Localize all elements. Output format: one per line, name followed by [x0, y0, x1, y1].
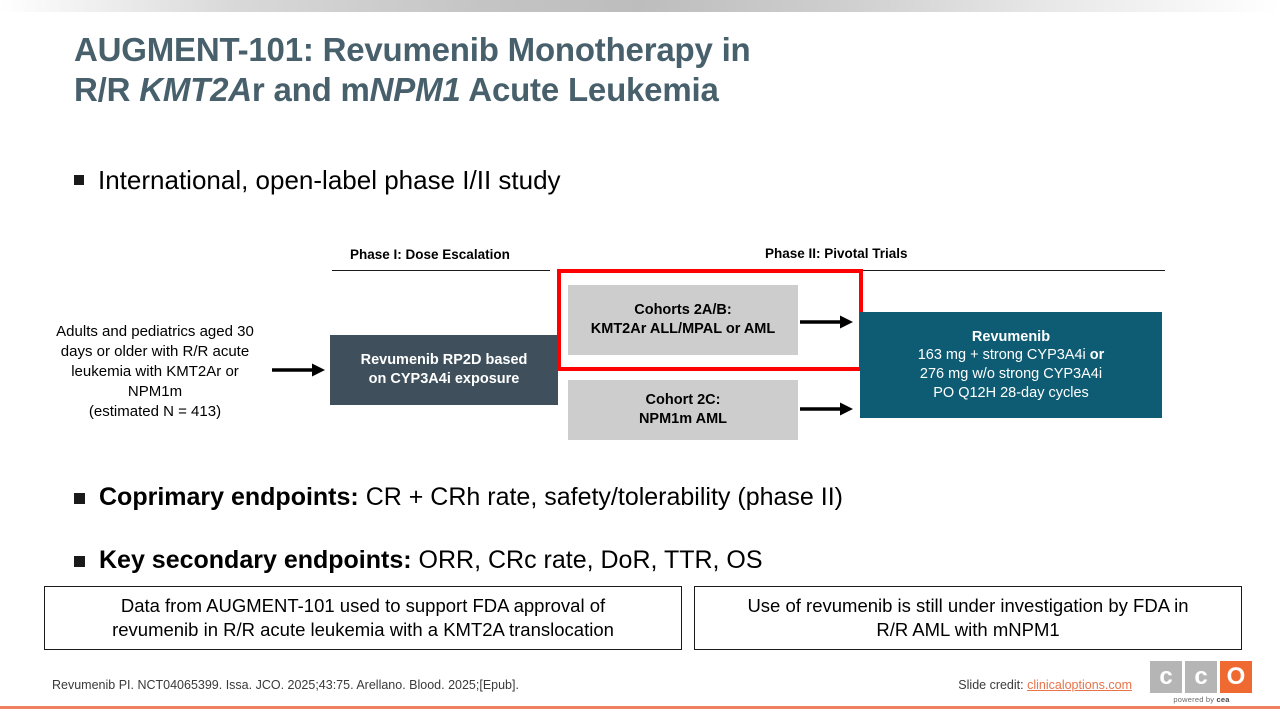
clinicaloptions-link[interactable]: clinicaloptions.com: [1027, 678, 1132, 692]
dose-line-4: PO Q12H 28-day cycles: [933, 384, 1089, 401]
investigational-line-1: Use of revumenib is still under investig…: [747, 594, 1189, 616]
population-line-3: leukemia with KMT2Ar or: [71, 362, 239, 380]
callout-investigational-use: Use of revumenib is still under investig…: [694, 586, 1242, 650]
investigational-line-2: R/R AML with mNPM1: [876, 619, 1060, 640]
secondary-value: ORR, CRc rate, DoR, TTR, OS: [411, 546, 763, 574]
fda-approval-line-1: Data from AUGMENT-101 used to support FD…: [120, 594, 606, 616]
population-estimated-n: (estimated N = 413): [88, 402, 222, 420]
bullet-square-icon: [74, 556, 85, 567]
dose-title: Revumenib: [971, 328, 1051, 345]
box-cohort-2c: Cohort 2C: NPM1m AML: [568, 380, 798, 440]
slide-credit: Slide credit: clinicaloptions.com: [958, 678, 1132, 692]
bullet-key-secondary-endpoints: Key secondary endpoints: ORR, CRc rate, …: [74, 545, 763, 575]
cohort-2ab-line-1: Cohorts 2A/B:: [634, 302, 732, 319]
top-decorative-bar: [0, 0, 1280, 12]
rp2d-line-1: Revumenib RP2D based: [360, 352, 528, 369]
title-line-2-prefix: R/R: [74, 71, 140, 109]
cco-logo-letter-o: O: [1220, 661, 1252, 693]
fda-approval-gene-kmt2a: KMT2A: [443, 619, 504, 640]
slide-credit-label: Slide credit:: [958, 678, 1028, 692]
box-revumenib-dosing: Revumenib 163 mg + strong CYP3A4i or 276…: [860, 312, 1162, 418]
page-title: AUGMENT-101: Revumenib Monotherapy in R/…: [74, 30, 1104, 111]
bullet-study-design: International, open-label phase I/II stu…: [74, 165, 561, 196]
cco-logo-squares: c c O: [1150, 661, 1262, 693]
bullet-square-icon: [74, 493, 85, 504]
bullet-coprimary-text: Coprimary endpoints: CR + CRh rate, safe…: [99, 482, 843, 512]
callout-fda-approval: Data from AUGMENT-101 used to support FD…: [44, 586, 682, 650]
rp2d-line-2: on CYP3A4i exposure: [368, 371, 520, 387]
phase-1-rule: [332, 270, 550, 271]
title-line-1-text: AUGMENT-101: Revumenib Monotherapy in: [74, 31, 751, 68]
cohort-2c-line-1: Cohort 2C:: [645, 392, 721, 409]
dose-line-2: 163 mg + strong CYP3A4i or: [917, 347, 1105, 364]
investigational-gene-npm1: NPM1: [1008, 619, 1060, 640]
title-line-2-suffix: Acute Leukemia: [460, 71, 719, 109]
cco-logo: c c O powered by cea: [1150, 661, 1262, 704]
population-line-2: days or older with R/R acute: [60, 342, 250, 360]
cco-logo-tagline: powered by cea: [1173, 695, 1230, 704]
secondary-label: Key secondary endpoints:: [99, 546, 412, 574]
cohort-2c-gene-npm1m: NPM1m: [638, 411, 693, 427]
arrow-cohorts-2ab-to-dose-icon: [800, 315, 853, 329]
population-gene-kmt2a: KMT2A: [166, 362, 217, 380]
bullet-square-icon: [74, 175, 84, 185]
cohort-2c-line-2: NPM1m AML: [638, 411, 728, 427]
population-gene-npm1: NPM1: [127, 382, 170, 400]
coprimary-value: CR + CRh rate, safety/tolerability (phas…: [358, 483, 843, 511]
phase-1-label: Phase I: Dose Escalation: [350, 247, 510, 262]
bullet-coprimary-endpoints: Coprimary endpoints: CR + CRh rate, safe…: [74, 482, 843, 512]
cco-logo-brand: cea: [1216, 695, 1230, 704]
population-line-4: NPM1m: [127, 382, 183, 400]
cco-logo-letter-c1: c: [1150, 661, 1182, 693]
dose-or-connector: or: [1089, 347, 1105, 364]
title-line-2: R/R KMT2Ar and mNPM1 Acute Leukemia: [74, 70, 1104, 110]
coprimary-label: Coprimary endpoints:: [99, 483, 359, 511]
title-line-2-mid: r and m: [251, 71, 370, 109]
cco-logo-letter-c2: c: [1185, 661, 1217, 693]
title-gene-kmt2a: KMT2A: [139, 71, 252, 109]
box-cohorts-2ab: Cohorts 2A/B: KMT2Ar ALL/MPAL or AML: [568, 285, 798, 355]
arrow-cohort-2c-to-dose-icon: [800, 402, 853, 416]
title-gene-npm1: NPM1: [369, 71, 461, 109]
box-revumenib-rp2d: Revumenib RP2D based on CYP3A4i exposure: [330, 335, 558, 405]
bottom-accent-rule: [0, 706, 1280, 709]
population-line-1: Adults and pediatrics aged 30: [56, 323, 254, 340]
citation-text: Revumenib PI. NCT04065399. Issa. JCO. 20…: [52, 678, 519, 692]
patient-population-text: Adults and pediatrics aged 30 days or ol…: [36, 322, 274, 422]
fda-approval-line-2: revumenib in R/R acute leukemia with a K…: [112, 619, 614, 640]
phase-2-rule: [862, 270, 1165, 271]
title-line-1: AUGMENT-101: Revumenib Monotherapy in: [74, 30, 1104, 70]
bullet-secondary-text: Key secondary endpoints: ORR, CRc rate, …: [99, 545, 763, 575]
dose-line-3: 276 mg w/o strong CYP3A4i: [919, 366, 1103, 382]
arrow-population-to-rp2d-icon: [272, 363, 325, 377]
cohort-2ab-gene-kmt2a: KMT2A: [590, 321, 641, 337]
bullet-study-design-text: International, open-label phase I/II stu…: [98, 165, 561, 195]
phase-2-label: Phase II: Pivotal Trials: [765, 246, 908, 261]
cohort-2ab-line-2: KMT2Ar ALL/MPAL or AML: [590, 321, 776, 337]
